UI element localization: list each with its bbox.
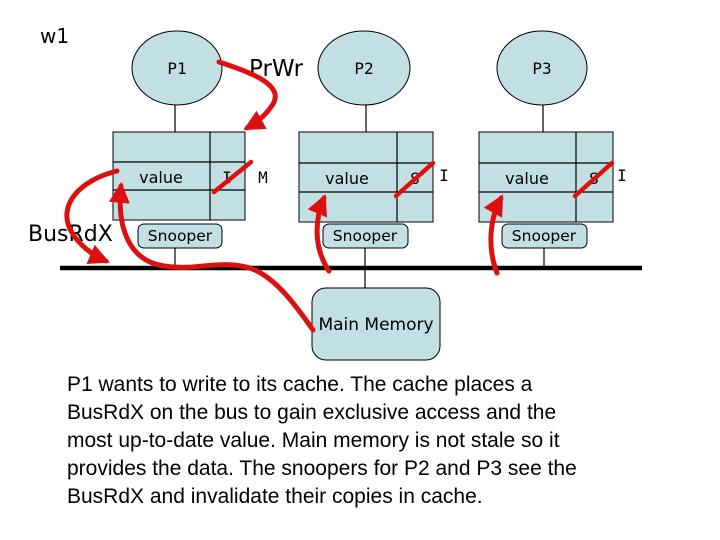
p2-cache-value: value xyxy=(325,169,369,188)
step-label: w1 xyxy=(40,24,69,48)
p3-invalidate-arrow xyxy=(483,194,504,276)
caption-line: BusRdX on the bus to gain exclusive acce… xyxy=(67,401,557,424)
p2-snooper-label: Snooper xyxy=(333,227,398,245)
main-memory-label: Main Memory xyxy=(318,315,433,335)
p2-next-state-letter: I xyxy=(439,166,449,185)
cache-coherence-diagram: w1 P1 P2 P3 PrWr value I M value S I val… xyxy=(28,24,642,361)
caption-paragraph: P1 wants to write to its cache. The cach… xyxy=(67,371,682,511)
caption-line: most up-to-date value. Main memory is no… xyxy=(67,429,560,452)
p3-next-state-letter: I xyxy=(617,166,627,185)
caption-line: P1 wants to write to its cache. The cach… xyxy=(67,373,533,396)
p3-cache-value: value xyxy=(505,169,549,188)
busrdx-arrow xyxy=(64,168,120,265)
processor-p1-circle xyxy=(131,30,223,106)
processor-p2-label: P2 xyxy=(354,59,373,78)
p3-snooper-label: Snooper xyxy=(512,227,577,245)
p2-invalidate-arrow xyxy=(307,194,332,274)
caption-line: provides the data. The snoopers for P2 a… xyxy=(67,457,577,480)
caption-line: BusRdX and invalidate their copies in ca… xyxy=(67,485,483,508)
p1-cache-table: value I xyxy=(112,131,246,221)
processor-p1-label: P1 xyxy=(167,59,186,78)
processor-p3-circle xyxy=(496,30,588,106)
processor-p2-circle xyxy=(317,30,411,106)
processor-p3-label: P3 xyxy=(532,59,551,78)
p1-next-state-letter: M xyxy=(258,168,268,187)
p1-cache-value: value xyxy=(139,168,183,187)
memory-to-p1-value-arrow xyxy=(108,181,316,333)
p2-state-slash xyxy=(393,160,436,199)
prwr-arrow xyxy=(216,59,278,131)
p3-state-slash xyxy=(572,160,615,199)
p1-state-slash xyxy=(211,159,254,195)
p1-snooper-box xyxy=(137,223,223,249)
p1-snooper-label: Snooper xyxy=(148,227,213,245)
p3-cache-table: value S xyxy=(478,131,614,223)
p1-state-letter: I xyxy=(222,168,232,187)
main-memory-box xyxy=(311,287,441,361)
